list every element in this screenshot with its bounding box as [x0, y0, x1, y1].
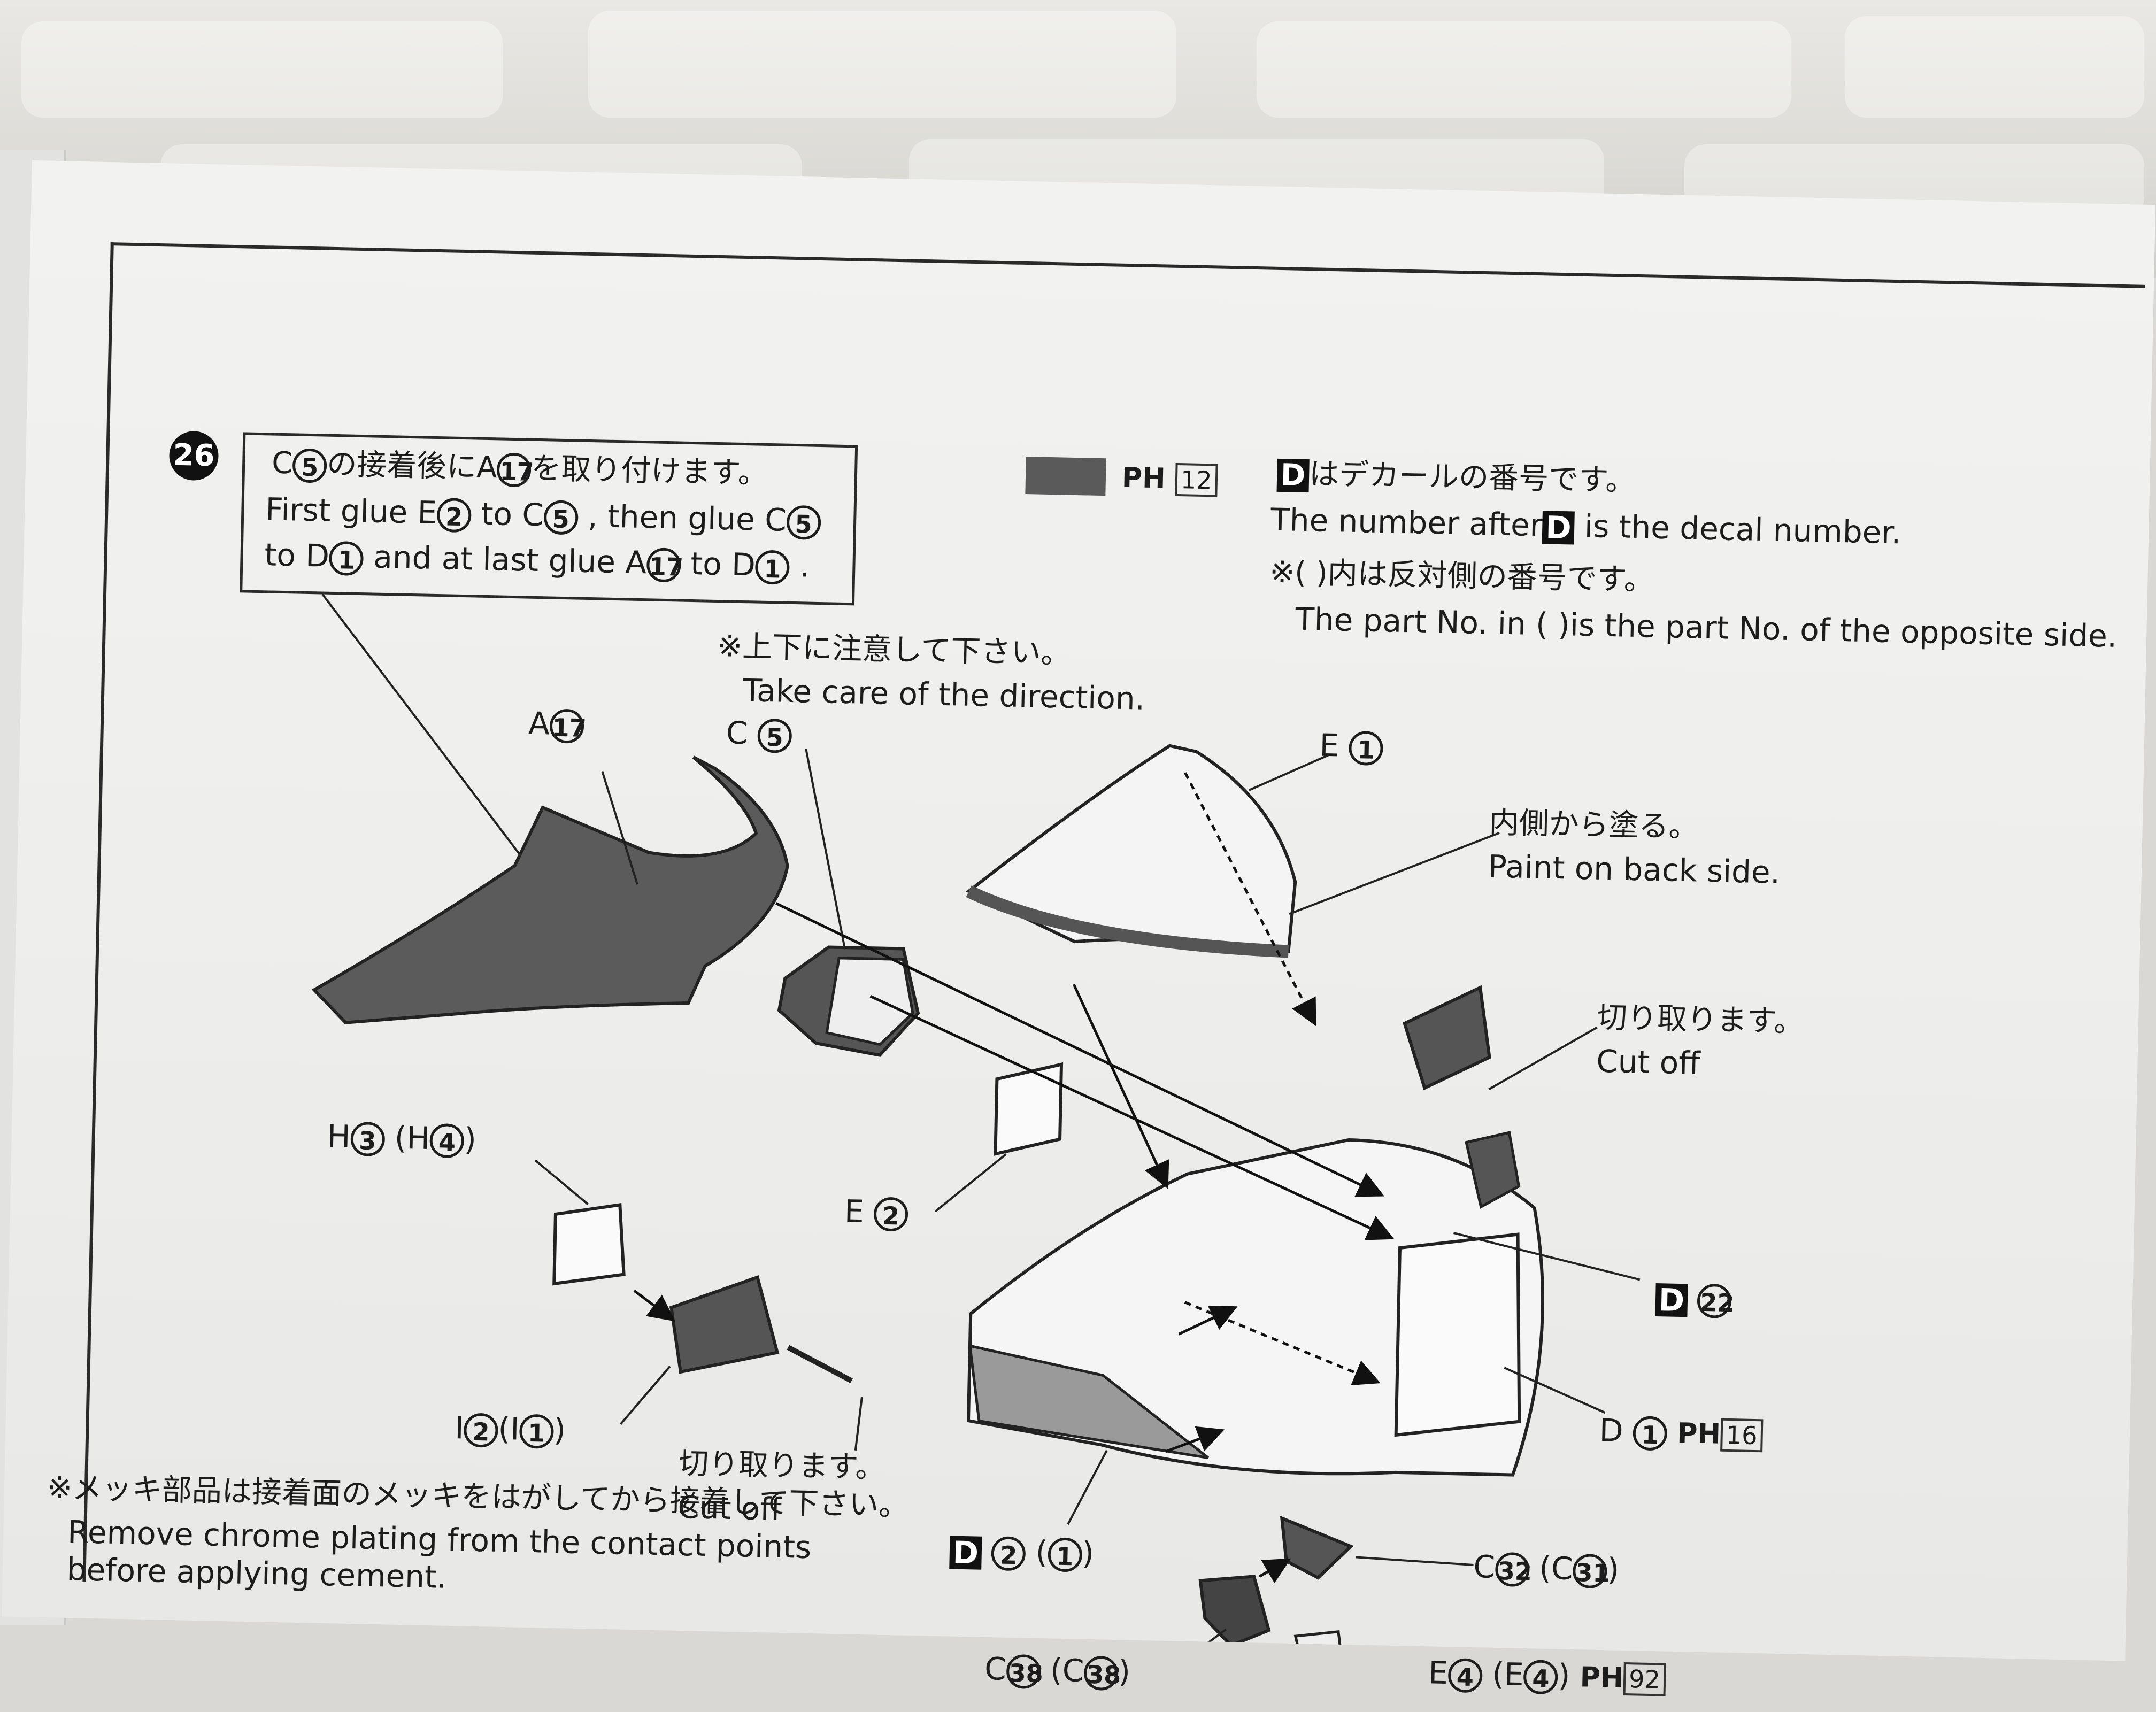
- wall-brick: [1257, 21, 1791, 118]
- label-c38: C38 (C38): [984, 1650, 1131, 1691]
- cowl-d1-part: [966, 1138, 1544, 1477]
- label-e2: E 2: [844, 1193, 908, 1232]
- label-decal-d2: D 2 (1): [949, 1533, 1095, 1573]
- winker-c38-part: [1198, 1575, 1271, 1648]
- exploded-parts-diagram: [311, 593, 1641, 1661]
- label-c32: C32 (C31): [1473, 1548, 1620, 1589]
- windscreen-e1-part: [966, 744, 1297, 958]
- label-a17: A17: [528, 705, 587, 744]
- cut-off-note-2-jp: 切り取ります。: [678, 1446, 886, 1485]
- leader-line-icon: [321, 593, 1641, 1661]
- mirror-right-part: [1403, 985, 1521, 1209]
- cowl-a17-part: [311, 755, 789, 1024]
- mirror-glass-h3-part: [552, 1203, 626, 1286]
- lens-e4-part: [1293, 1630, 1345, 1661]
- mirror-i2-part: [669, 1275, 853, 1384]
- lens-e2-part: [994, 1062, 1064, 1156]
- wall-brick: [588, 11, 1176, 118]
- back-side-note-en: Paint on back side.: [1488, 848, 1781, 891]
- arrow-icon: [633, 772, 1395, 1584]
- label-c5: C 5: [726, 714, 792, 753]
- wall-brick: [21, 21, 503, 118]
- winker-c32-part: [1280, 1515, 1354, 1580]
- label-e1: E 1: [1319, 727, 1384, 766]
- cut-off-note-jp: 切り取ります。: [1597, 1000, 1805, 1039]
- label-decal-d22: D 22: [1655, 1280, 1735, 1318]
- cut-off-note-en: Cut off: [1596, 1043, 1700, 1082]
- wall-brick: [1845, 16, 2144, 118]
- headlight-c5-part: [777, 945, 920, 1057]
- back-side-note-jp: 内側から塗る。: [1488, 805, 1699, 845]
